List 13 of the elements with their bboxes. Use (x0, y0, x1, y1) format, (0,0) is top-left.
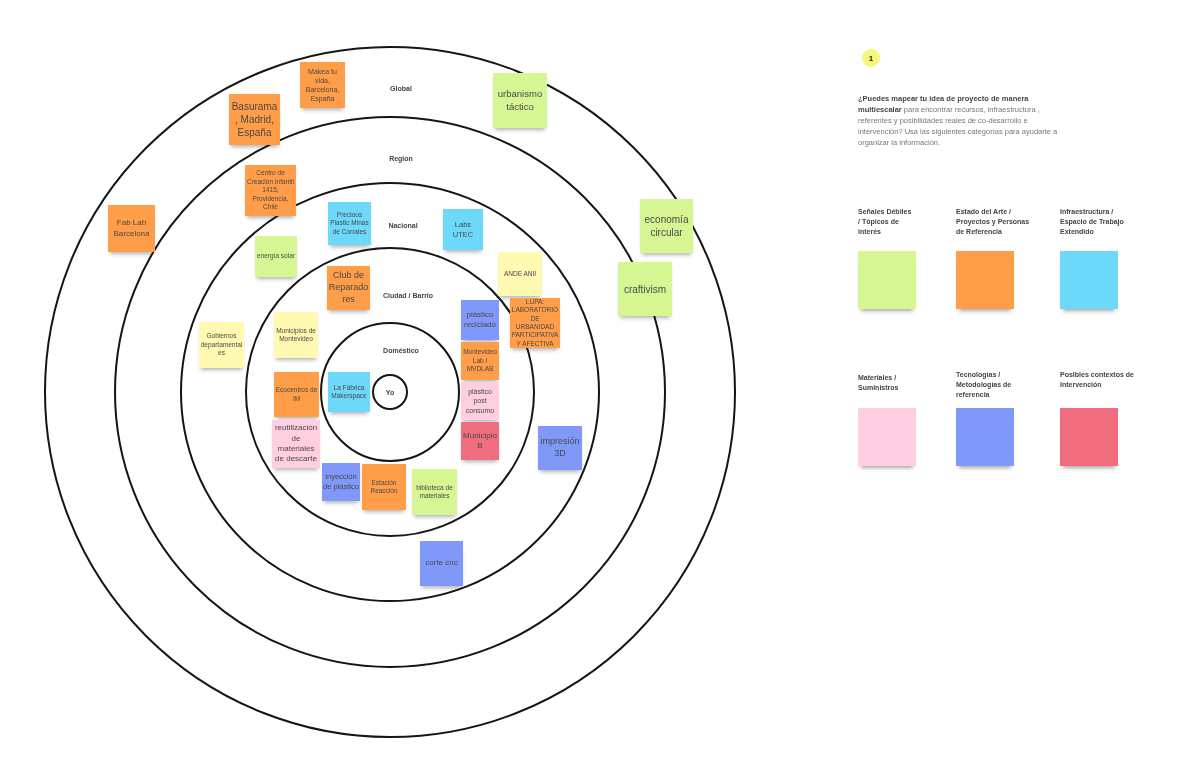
step-number-badge: 1 (862, 49, 880, 67)
sticky-note: impresión 3D (538, 426, 582, 470)
scale-ring (44, 46, 736, 738)
sticky-note: Club de Reparadores (327, 266, 370, 310)
sticky-note: Fab Lab Barcelona (108, 205, 155, 252)
sticky-note: corte cnc (420, 541, 463, 586)
sticky-note: Basurama , Madrid, España (229, 94, 280, 145)
scale-ring (180, 182, 600, 602)
sticky-note: Municipio B (461, 422, 499, 460)
sticky-note: plástico reciclado (461, 300, 499, 340)
sticky-note: craftivism (618, 262, 672, 316)
scale-ring (372, 374, 408, 410)
sticky-note: reutilización de materiales de descarte (272, 420, 320, 468)
